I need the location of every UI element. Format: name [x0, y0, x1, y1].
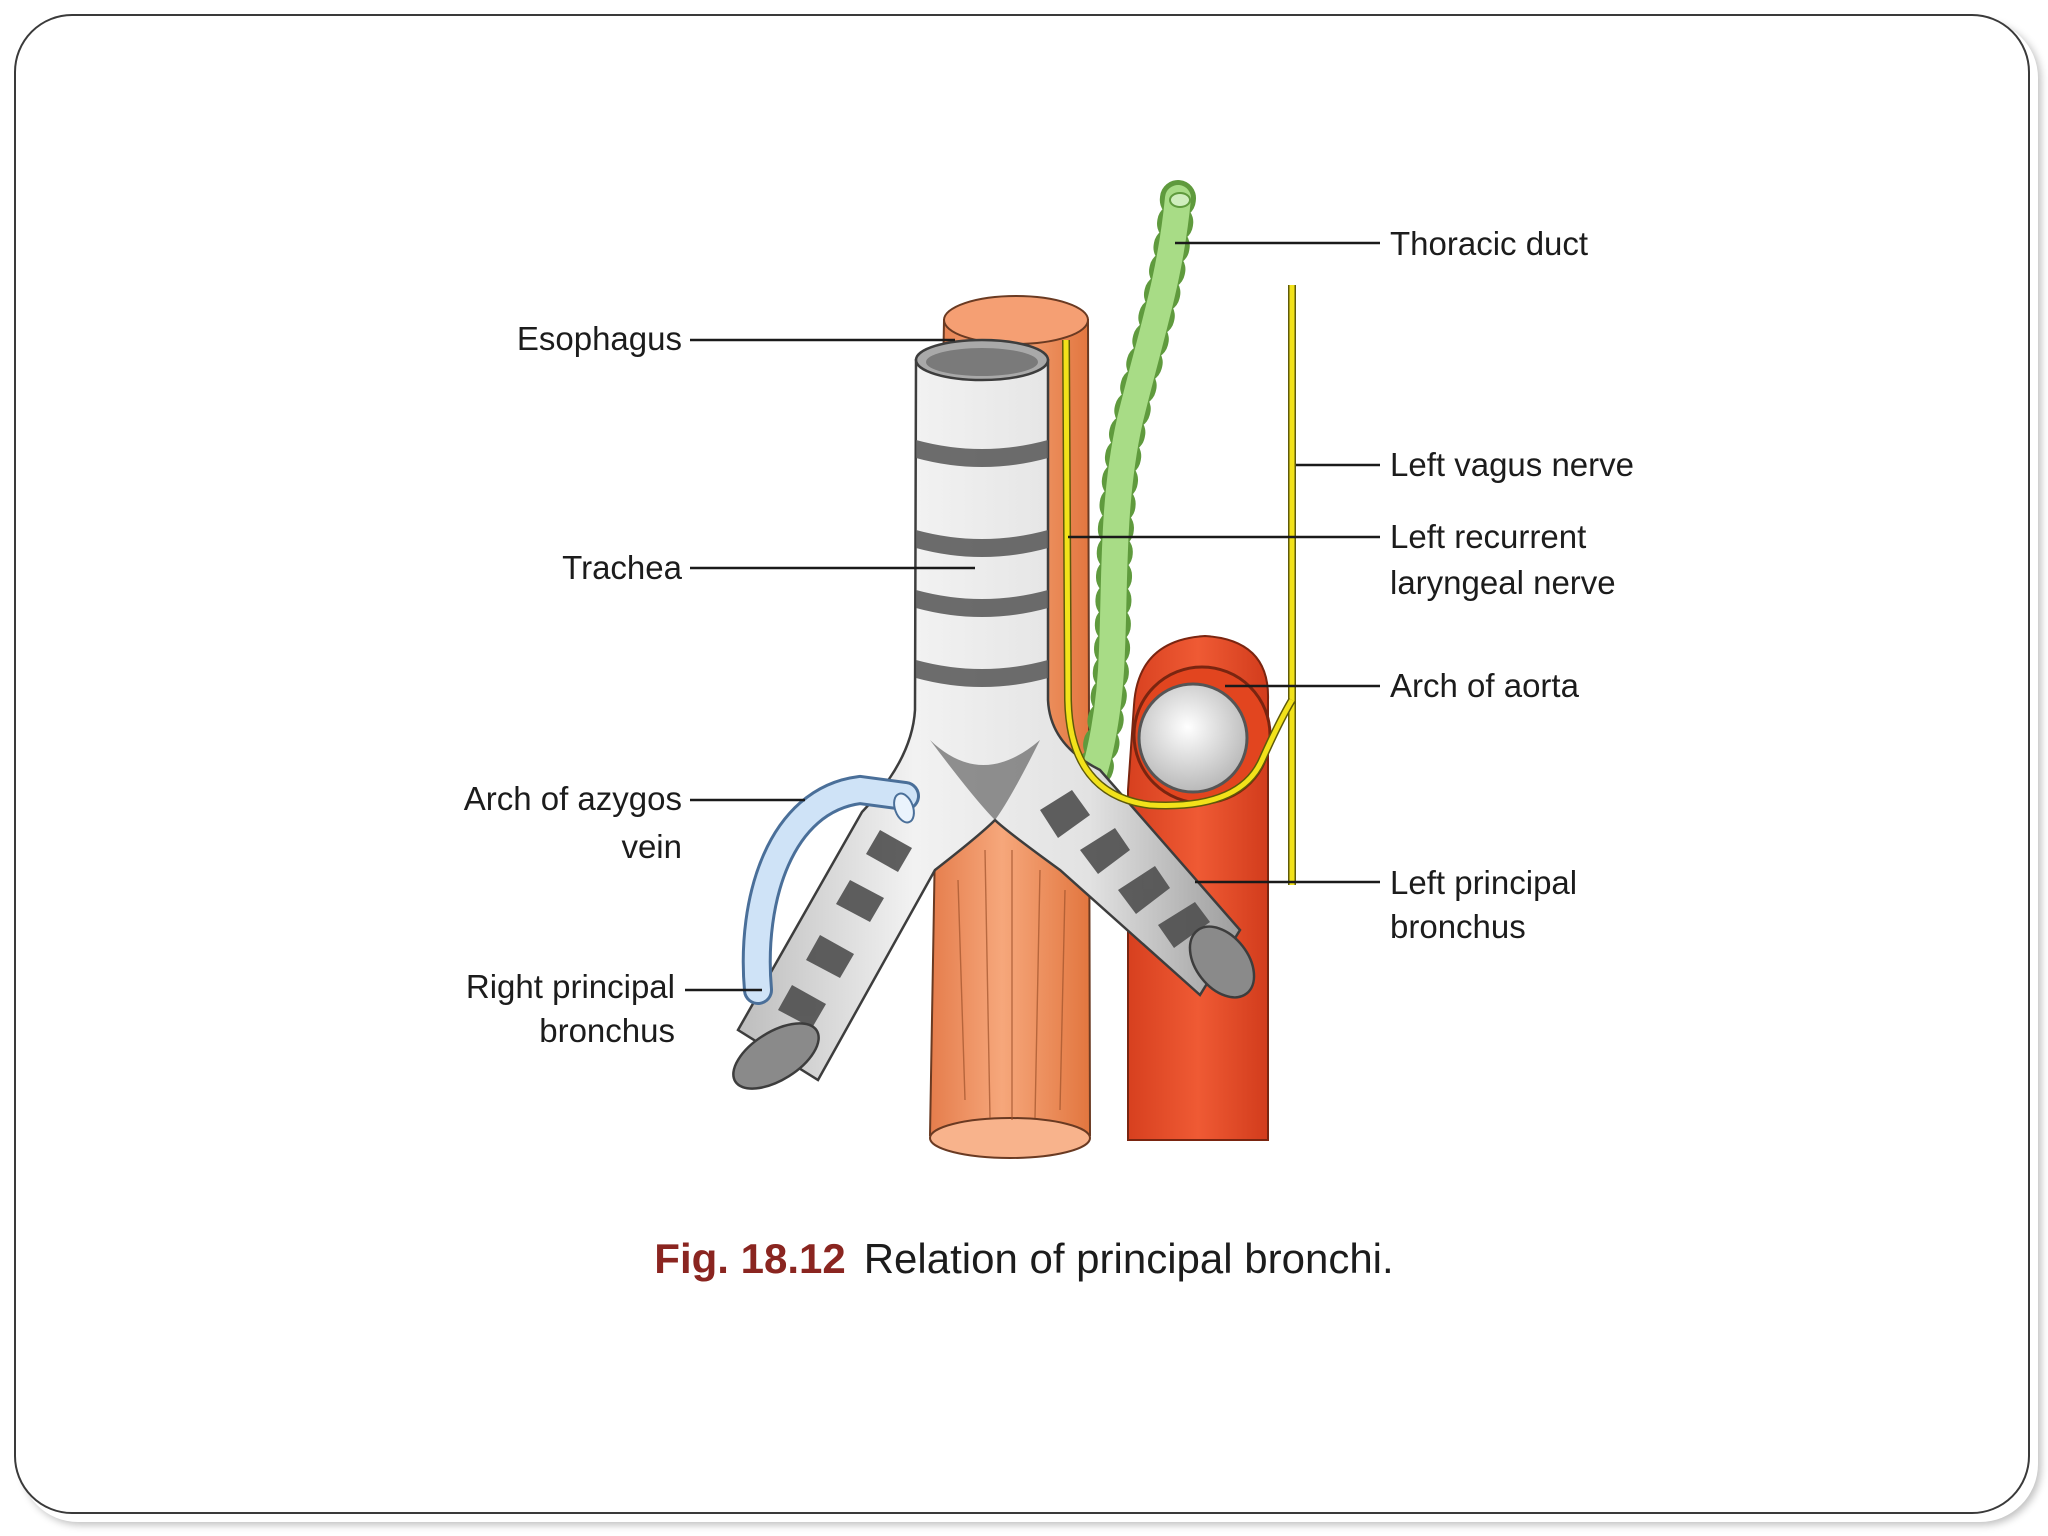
label-esophagus: Esophagus — [517, 320, 682, 357]
label-right-principal-line1: Right principal — [466, 968, 675, 1005]
label-arch-of-aorta: Arch of aorta — [1390, 667, 1580, 704]
figure-caption: Fig. 18.12 Relation of principal bronchi. — [0, 1235, 2048, 1283]
label-arch-of-azygos-line1: Arch of azygos — [464, 780, 682, 817]
leader-lines — [685, 241, 1380, 992]
label-left-recurrent-line2: laryngeal nerve — [1390, 564, 1616, 601]
label-left-principal-line2: bronchus — [1390, 908, 1526, 945]
caption-text: Relation of principal bronchi. — [863, 1235, 1394, 1282]
figure-number: Fig. 18.12 — [654, 1235, 846, 1282]
thoracic-duct — [1070, 180, 1196, 808]
label-left-vagus-nerve: Left vagus nerve — [1390, 446, 1634, 483]
arch-of-azygos-vein — [741, 774, 920, 1005]
label-thoracic-duct: Thoracic duct — [1390, 225, 1588, 262]
label-arch-of-azygos-line2: vein — [621, 828, 682, 865]
label-left-principal-line1: Left principal — [1390, 864, 1577, 901]
right-principal-bronchus — [732, 830, 912, 1090]
label-left-recurrent-line1: Left recurrent — [1390, 518, 1586, 555]
left-principal-bronchus — [1040, 790, 1256, 999]
label-right-principal-line2: bronchus — [539, 1012, 675, 1049]
label-trachea: Trachea — [562, 549, 682, 586]
left-recurrent-laryngeal-nerve — [1062, 339, 1296, 810]
